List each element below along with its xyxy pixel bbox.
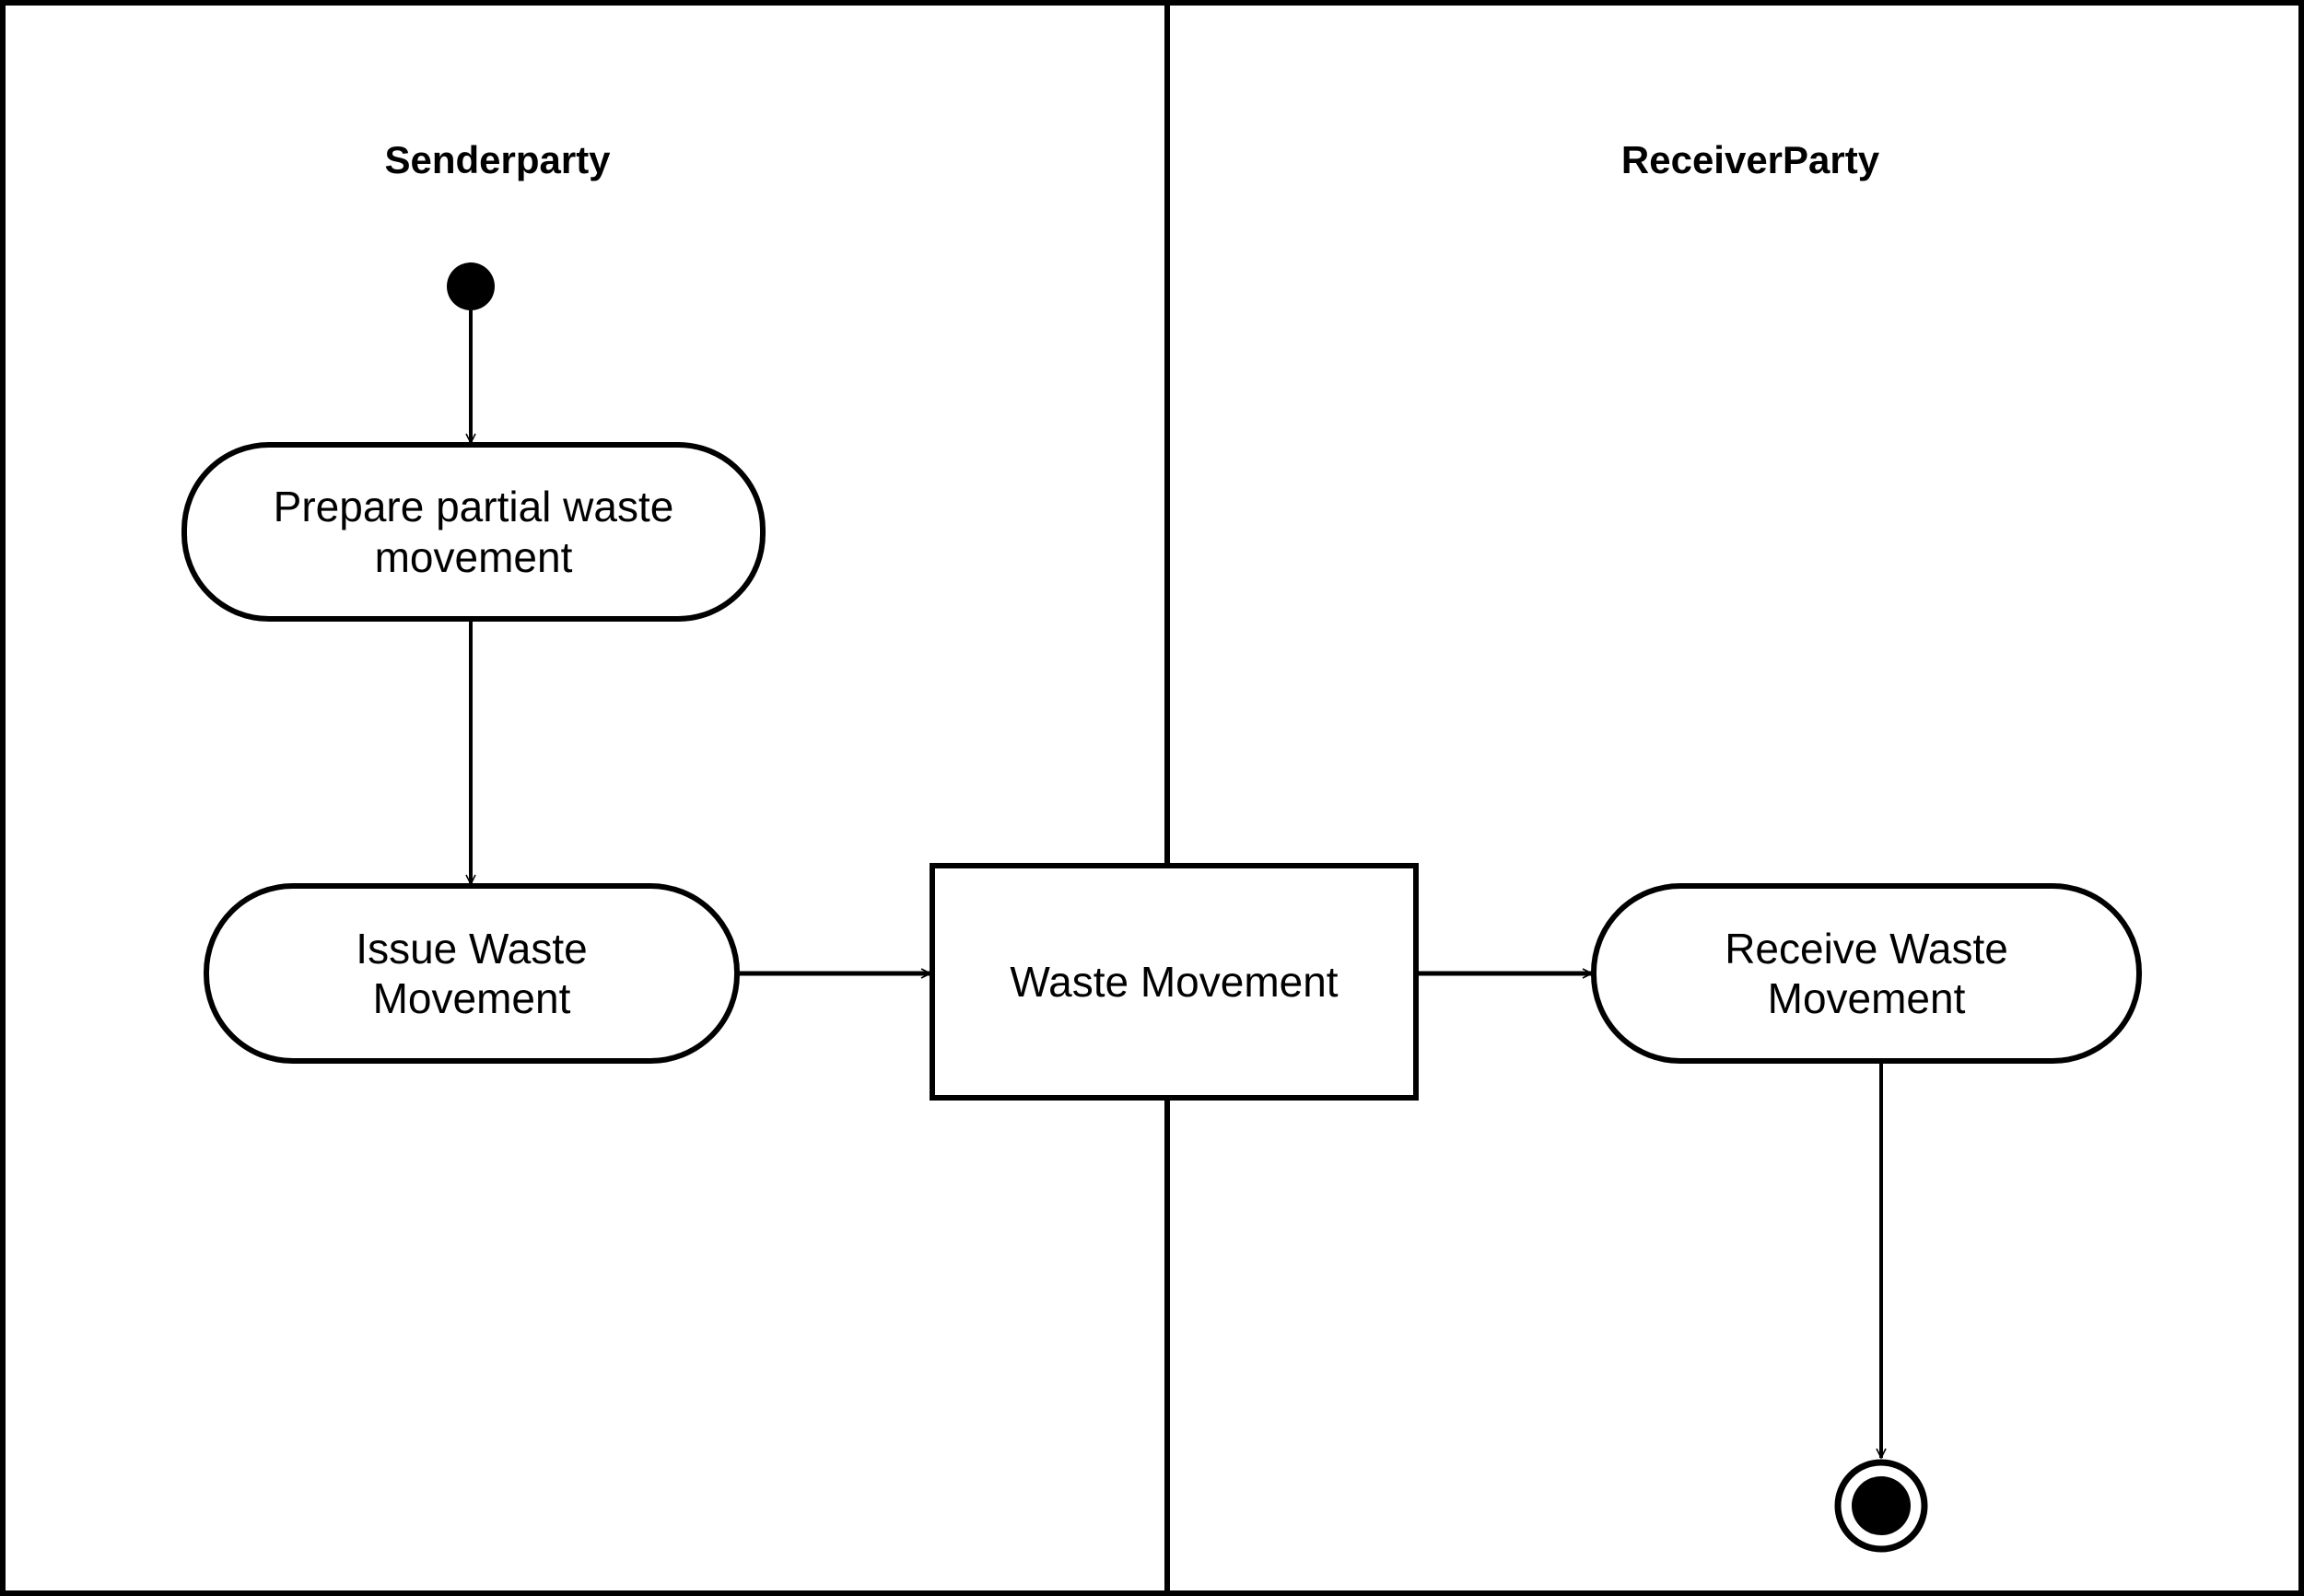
action-issue-waste-movement[interactable] — [204, 883, 740, 1064]
initial-node[interactable] — [447, 262, 495, 310]
action-receive-waste-movement[interactable] — [1591, 883, 2142, 1064]
object-node-waste-movement[interactable] — [930, 863, 1419, 1101]
final-node-inner-disc — [1852, 1476, 1911, 1535]
action-prepare-partial-waste-movement[interactable] — [181, 442, 766, 622]
lane-title-receiverparty: ReceiverParty — [1620, 138, 1880, 181]
lane-title-senderparty: Senderparty — [384, 138, 611, 181]
